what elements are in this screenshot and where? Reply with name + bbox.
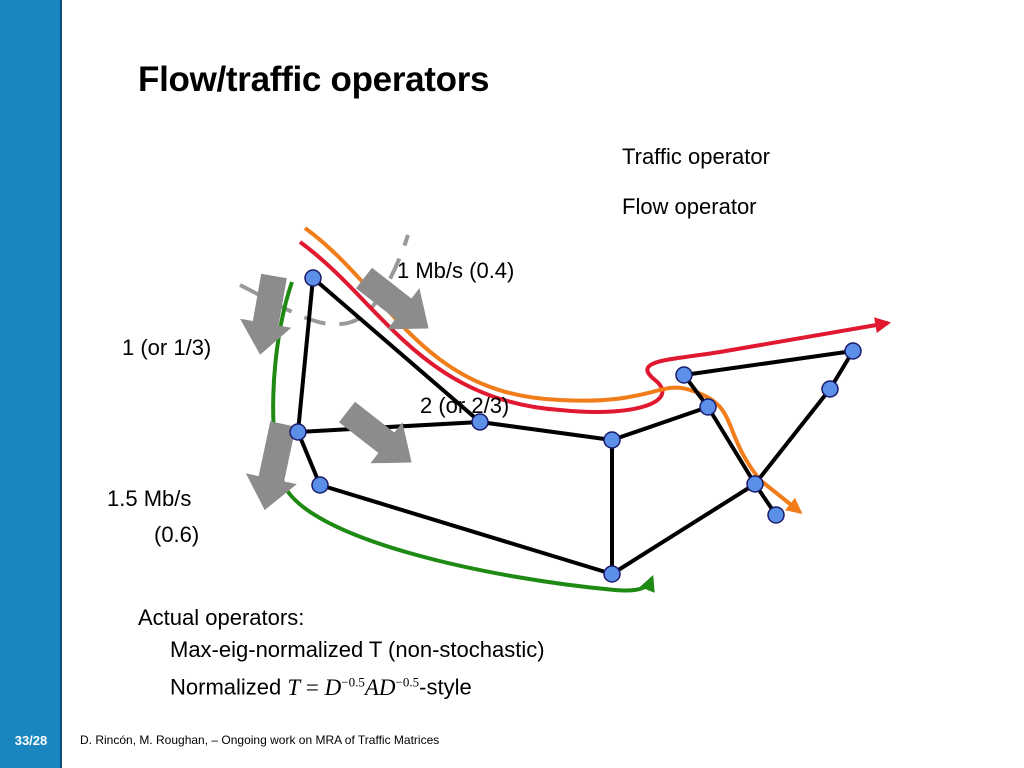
note-heading: Actual operators: (138, 605, 305, 630)
footer-credit: D. Rincón, M. Roughan, – Ongoing work on… (80, 733, 440, 747)
node (603, 431, 621, 449)
edge (296, 431, 322, 486)
edge (297, 420, 481, 434)
node (304, 269, 322, 287)
normalization-formula: T = D−0.5AD−0.5 (287, 674, 420, 700)
label-left-split: 1 (or 1/3) (122, 335, 212, 360)
note-line-2-suffix: -style (419, 674, 472, 700)
sidebar-divider (60, 0, 62, 768)
node (311, 476, 329, 494)
edge (611, 405, 709, 442)
operators-note: Actual operators: Max-eig-normalized T (… (138, 602, 545, 704)
legend-traffic-operator: Traffic operator (622, 144, 770, 169)
node (746, 475, 764, 493)
edge (753, 387, 832, 486)
sidebar (0, 0, 60, 768)
note-line-2-prefix: Normalized (170, 674, 288, 700)
page-number: 33/28 (14, 733, 48, 748)
arrow-left-down (240, 273, 292, 355)
label-mid-split: 2 (or 2/3) (420, 393, 510, 418)
legend-flow-operator: Flow operator (622, 194, 757, 219)
arrow-middle-diagonal (338, 401, 412, 464)
edge (706, 405, 757, 486)
flow-operator-path (298, 240, 892, 414)
slide-title: Flow/traffic operators (138, 60, 490, 99)
node (289, 423, 307, 441)
edge (610, 482, 757, 576)
node (675, 366, 693, 384)
green-flow-path (271, 281, 655, 593)
label-bottom-rate: 1.5 Mb/s (107, 486, 192, 511)
edge (311, 276, 482, 424)
arrow-bottom-down (245, 421, 297, 511)
note-line-2: Normalized T = D−0.5AD−0.5-style (138, 666, 545, 704)
label-top-rate: 1 Mb/s (0.4) (397, 258, 515, 283)
edge (296, 277, 315, 433)
node (699, 398, 717, 416)
node (471, 413, 489, 431)
node (821, 380, 839, 398)
edge (683, 349, 854, 377)
note-line-1: Max-eig-normalized T (non-stochastic) (170, 637, 545, 662)
edge (479, 420, 613, 442)
arrow-top-diagonal (355, 267, 429, 330)
node (767, 506, 785, 524)
split-arrows (240, 267, 429, 511)
network-nodes (289, 269, 862, 583)
node (603, 565, 621, 583)
edge (319, 483, 613, 576)
node (844, 342, 862, 360)
label-bottom-fraction: (0.6) (154, 522, 200, 547)
